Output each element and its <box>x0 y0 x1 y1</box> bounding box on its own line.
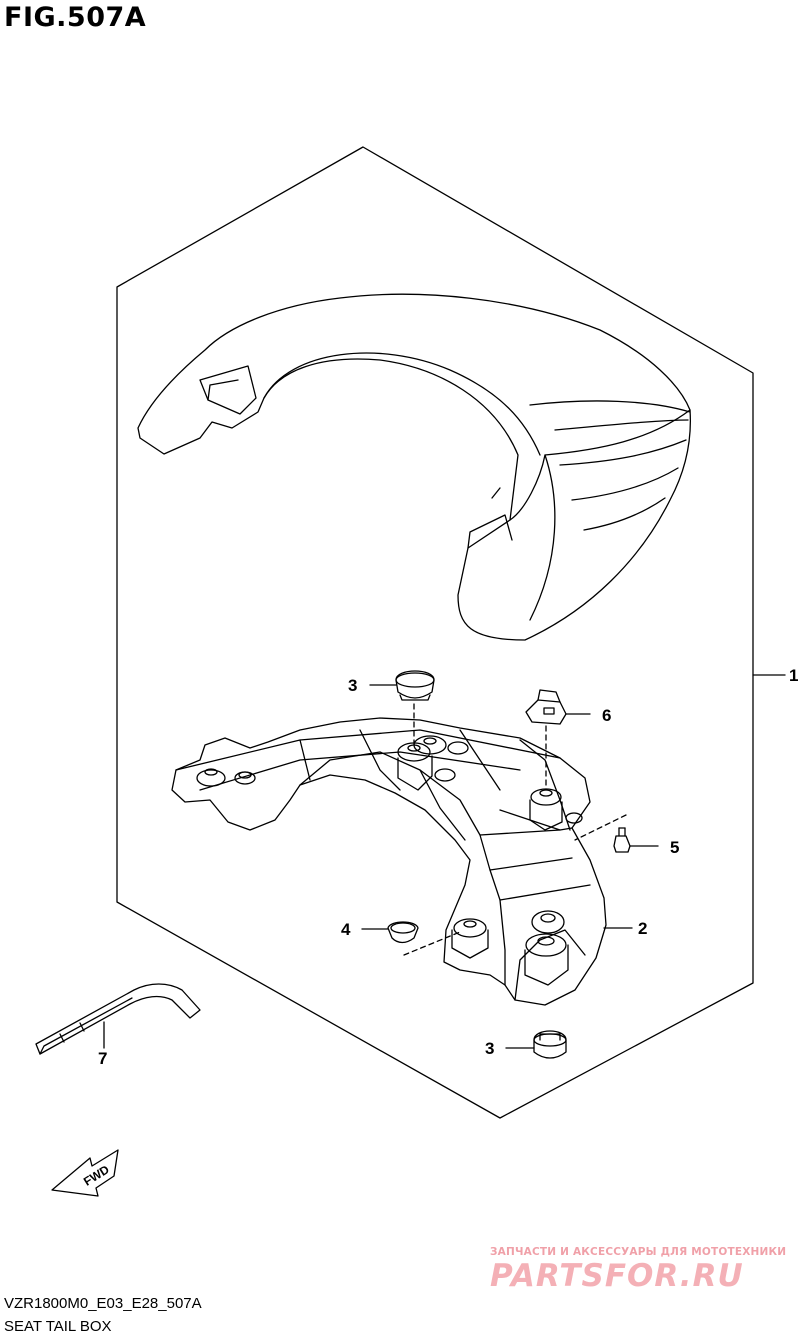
clip-part <box>387 921 419 944</box>
callout-6: 6 <box>602 706 611 725</box>
hex-wrench <box>35 983 201 1055</box>
callout-5: 5 <box>670 838 679 857</box>
callout-7: 7 <box>98 1049 107 1068</box>
seat-tail-cover <box>137 293 692 641</box>
callout-2: 2 <box>638 919 647 938</box>
watermark-tagline: ЗАПЧАСТИ И АКСЕССУАРЫ ДЛЯ МОТОТЕХНИКИ <box>490 1246 787 1258</box>
screw <box>613 827 631 853</box>
dash-5 <box>574 814 627 841</box>
diagram-name: SEAT TAIL BOX <box>4 1318 112 1335</box>
tail-box-frame <box>171 717 607 1006</box>
nut-clip <box>525 689 567 725</box>
callout-1: 1 <box>789 666 798 685</box>
figure-title: FIG.507A <box>4 2 147 33</box>
fwd-arrow <box>51 1149 119 1197</box>
assembly-outline <box>116 146 754 1119</box>
dash-4 <box>403 931 461 956</box>
grommet-upper <box>395 670 435 701</box>
diagram-code: VZR1800M0_E03_E28_507A <box>4 1295 202 1312</box>
grommet-lower <box>533 1030 567 1059</box>
watermark-logo: PARTSFOR.RU <box>490 1258 744 1294</box>
callout-3-lower: 3 <box>485 1039 494 1058</box>
callout-3-upper: 3 <box>348 676 357 695</box>
callout-4: 4 <box>341 920 351 939</box>
